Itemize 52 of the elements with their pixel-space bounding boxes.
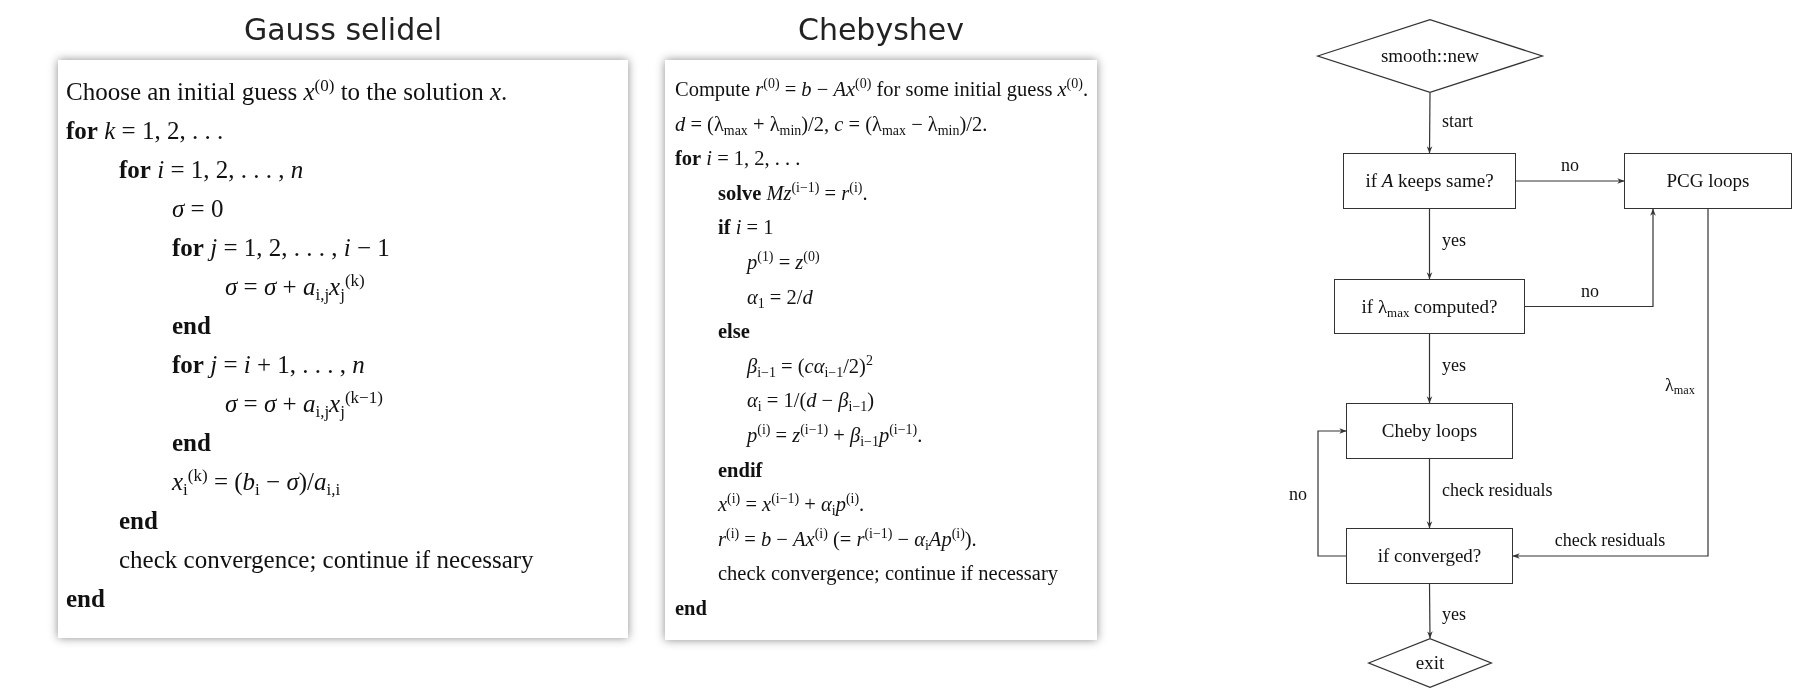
arrow — [1512, 208, 1709, 559]
algorithm-line: end — [172, 311, 211, 341]
algorithm-line: β$_{i−1}$ = (cα$_{i−1}$/2)$^{2}$ — [747, 352, 873, 382]
algorithm-line: σ = 0 — [172, 194, 224, 224]
box-label: if A keeps same? — [1365, 170, 1494, 192]
algorithm-line: solve Mz$^{(i−1)}$ = r$^{(i)}$. — [718, 179, 868, 206]
algorithm-line: else — [718, 319, 750, 345]
arrow — [1426, 92, 1433, 154]
box-label: exit — [1415, 652, 1445, 674]
arrow — [1524, 208, 1656, 308]
algorithm-line: check convergence; continue if necessary — [119, 545, 534, 575]
arrow — [1426, 458, 1433, 529]
box-label: PCG loops — [1666, 170, 1750, 192]
process-box — [1624, 153, 1792, 209]
algorithm-line: for j = 1, 2, . . . , i − 1 — [172, 233, 390, 263]
algorithm-line: if i = 1 — [718, 215, 774, 241]
algorithm-line: x$_{i}$$^{(k)}$ = (b$_{i}$ − σ)/a$_{i,i}$ — [172, 464, 341, 501]
arrow — [1317, 428, 1347, 557]
process-box — [1346, 528, 1513, 584]
algorithm-line: r$^{(i)}$ = b − Ax$^{(i)}$ (= r$^{(i−1)}$ − α$_{i}$Ap$^{(i)}$). — [718, 525, 977, 555]
algorithm-line: endif — [718, 457, 763, 483]
panel-title: Chebyshev — [796, 12, 966, 47]
box-label: if converged? — [1377, 545, 1482, 567]
algorithm-line: end — [119, 506, 158, 536]
algorithm-line: for i = 1, 2, . . . , n — [119, 155, 304, 185]
algorithm-line: for j = i + 1, . . . , n — [172, 350, 365, 380]
box-label: if λ$_{max}$ computed? — [1361, 295, 1498, 318]
process-box — [1343, 153, 1516, 209]
algorithm-line: check convergence; continue if necessary — [718, 561, 1058, 587]
algorithm-line: Choose an initial guess x$^{(0)}$ to the solution x. — [66, 74, 508, 107]
math-label: λ$_{max}$ — [1664, 374, 1696, 396]
algorithm-line: p$^{(i)}$ = z$^{(i−1)}$ + β$_{i−1}$p$^{(i−1)}$. — [747, 421, 923, 452]
algorithm-line: end — [66, 584, 105, 614]
process-box — [1346, 403, 1513, 459]
algorithm-line: end — [172, 428, 211, 458]
box-label: smooth::new — [1380, 45, 1480, 67]
algorithm-line: Compute r$^{(0)}$ = b − Ax$^{(0)}$ for some initial guess x$^{(0)}$. — [675, 75, 1088, 103]
box-label: Cheby loops — [1381, 420, 1478, 442]
algorithm-line: α$_{i}$ = 1/(d − β$_{i−1}$) — [747, 388, 875, 417]
process-box — [1334, 279, 1525, 334]
algorithm-line: α$_{1}$ = 2/d — [747, 284, 813, 313]
algorithm-line: for i = 1, 2, . . . — [675, 146, 801, 172]
algorithm-line: d = (λ$_{max}$ + λ$_{min}$)/2, c = (λ$_{max}$ − λ$_{min}$)/2. — [675, 111, 988, 140]
panel-title: Gauss selidel — [242, 12, 443, 47]
algorithm-line: p$^{(1)}$ = z$^{(0)}$ — [747, 248, 820, 276]
algorithm-line: end — [675, 595, 707, 621]
arrow — [1426, 208, 1433, 280]
algorithm-line: for k = 1, 2, . . . — [66, 116, 224, 146]
arrow — [1515, 178, 1625, 184]
arrow — [1426, 333, 1433, 404]
arrow — [1427, 583, 1433, 639]
algorithm-line: x$^{(i)}$ = x$^{(i−1)}$ + α$_{i}$p$^{(i)}$. — [718, 490, 865, 521]
